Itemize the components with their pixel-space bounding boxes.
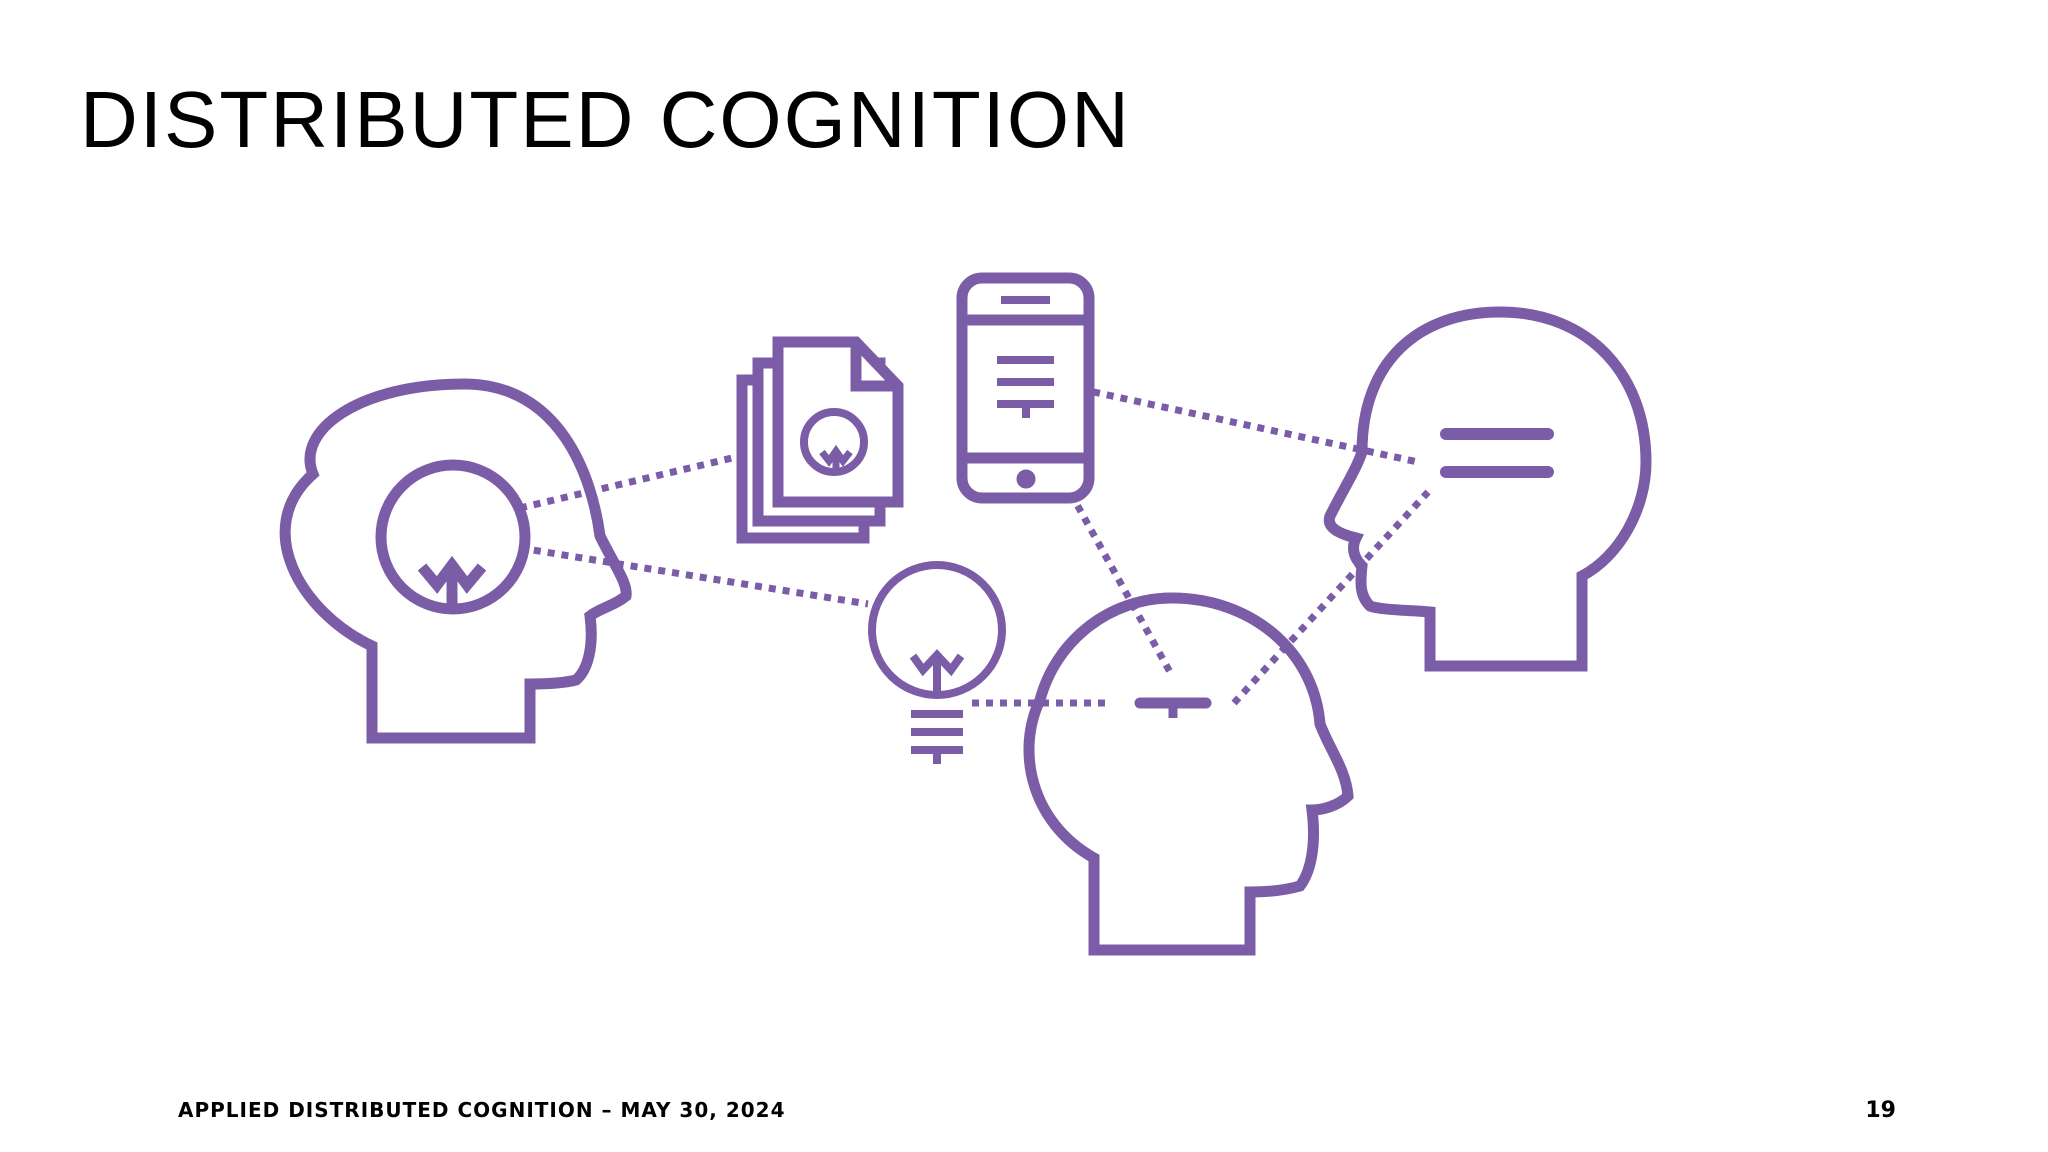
head-with-lines-icon	[1323, 306, 1652, 672]
slide-title: DISTRIBUTED COGNITION	[80, 75, 1131, 164]
link-head-bottom-to-head-right	[1231, 489, 1431, 706]
slide-footer: APPLIED DISTRIBUTED COGNITION – MAY 30, …	[178, 1098, 786, 1122]
smartphone-icon	[956, 272, 1095, 504]
page-number: 19	[1865, 1098, 1896, 1123]
head-with-t-icon	[1023, 592, 1354, 956]
head-with-tree-icon	[279, 378, 632, 744]
documents-icon	[736, 336, 904, 544]
lightbulb-icon	[868, 561, 1006, 764]
link-head-left-to-lightbulb	[519, 544, 869, 608]
